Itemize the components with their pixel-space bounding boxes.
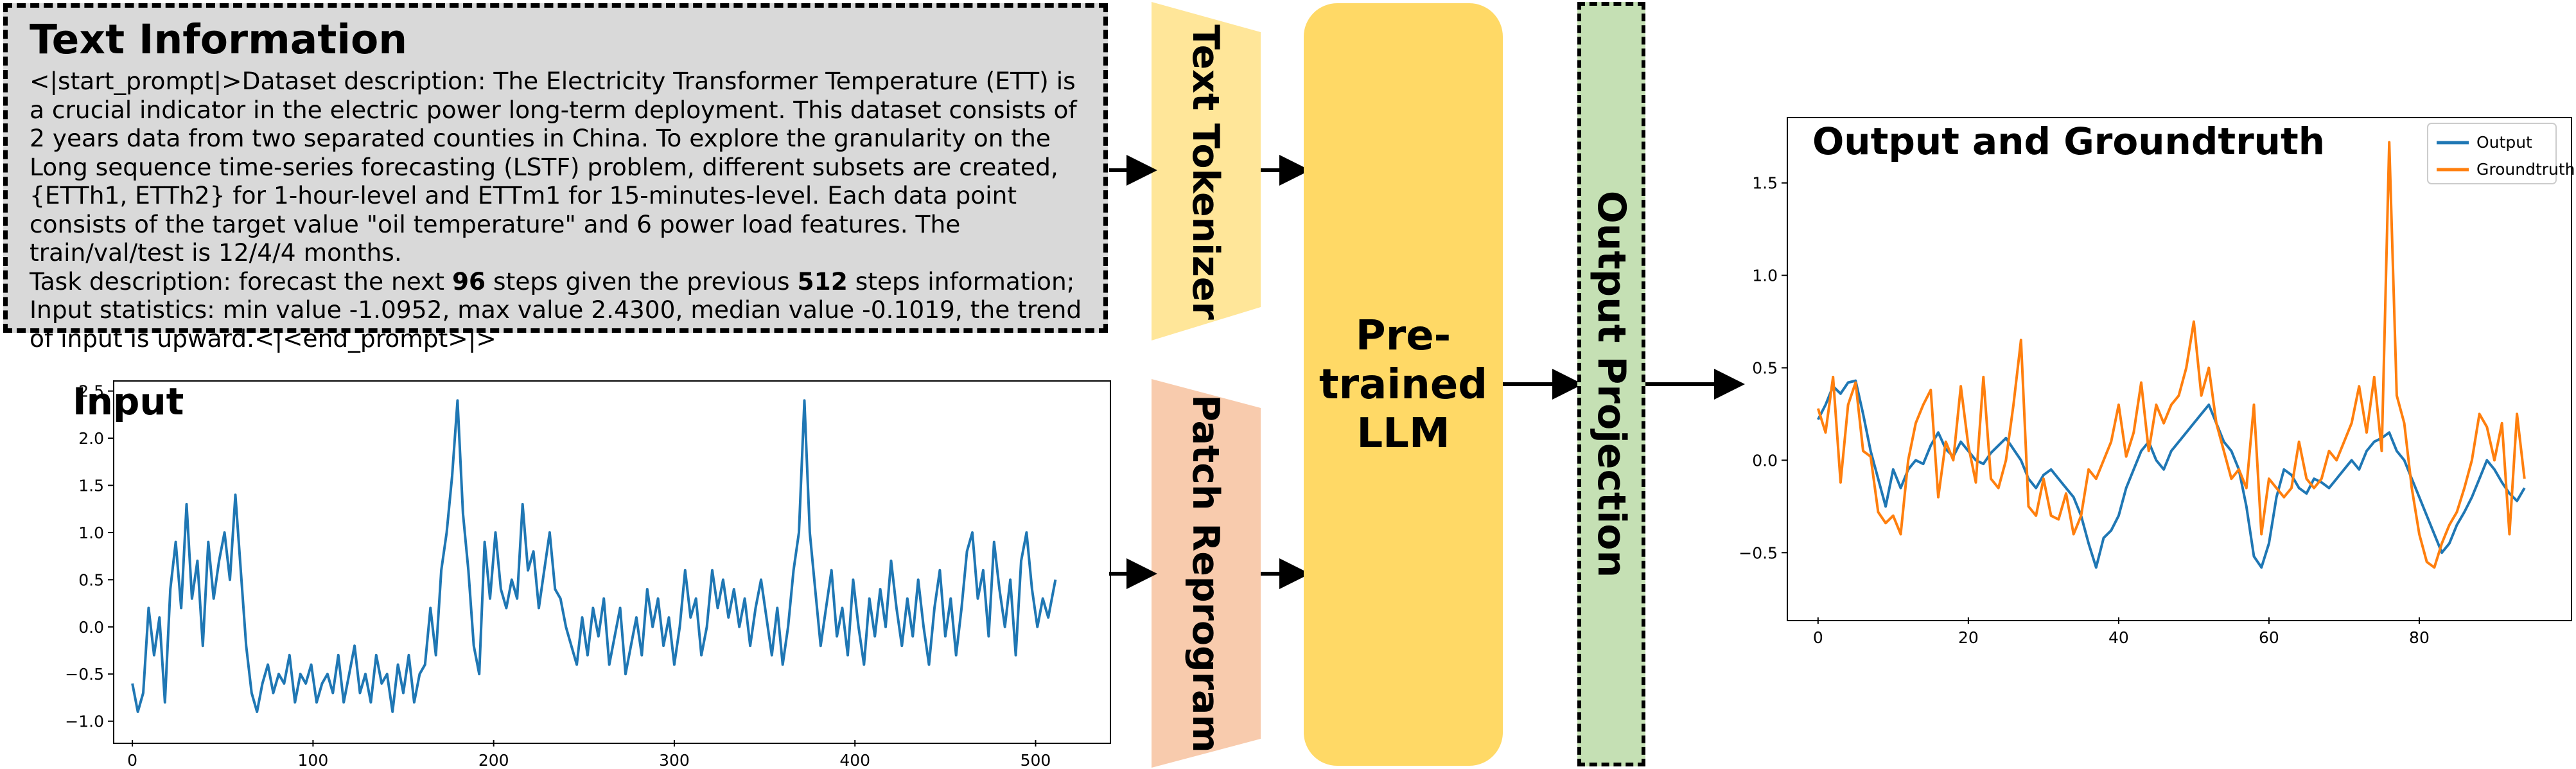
text-tokenizer-block	[1152, 2, 1261, 340]
series-line-output	[1817, 379, 2526, 569]
x-tick-label: 80	[2409, 628, 2430, 647]
series-line-input	[131, 399, 1057, 713]
output-chart: −0.5 0.0 0.5 1.0 1.5 0 20 40 60 80 Output and Grou…	[1739, 119, 2575, 647]
legend-label: Output	[2476, 133, 2532, 152]
y-tick-label: 0.0	[78, 618, 104, 637]
y-tick-label: 0.5	[78, 570, 104, 589]
y-tick-label: 1.0	[78, 524, 104, 542]
forecast-steps: 96	[451, 267, 486, 296]
text-information-title: Text Information	[30, 16, 408, 63]
input-chart: −1.0 −0.5 0.0 0.5 1.0 1.5 2.0 2.5 0 100 200 300 400 5…	[65, 380, 1057, 769]
task-text: Task description: forecast the next	[30, 267, 452, 296]
chart-title: Input	[73, 380, 184, 423]
x-tick-label: 20	[1958, 628, 1979, 647]
pretrained-llm-block: Pre- trained LLM	[1304, 3, 1503, 766]
x-tick-label: 0	[127, 751, 137, 769]
llm-label: Pre- trained LLM	[1304, 3, 1503, 766]
x-tick-label: 0	[1813, 628, 1823, 647]
patch-reprogram-block	[1152, 379, 1261, 768]
input-statistics: Input statistics: min value -1.0952, max…	[30, 296, 1082, 353]
y-tick-label: −1.0	[65, 712, 104, 731]
task-text: steps information;	[847, 267, 1075, 296]
task-text: steps given the previous	[486, 267, 798, 296]
series-line-groundtruth	[1816, 141, 2526, 569]
history-steps: 512	[797, 267, 848, 296]
output-projection-label: Output Projection	[1589, 190, 1634, 578]
output-projection-block	[1577, 2, 1645, 766]
y-tick-label: 1.5	[78, 477, 104, 495]
llm-label-line: LLM	[1356, 409, 1450, 457]
y-tick-label: 1.0	[1752, 267, 1778, 285]
y-tick-label: 0.5	[1752, 359, 1778, 378]
y-tick-label: −0.5	[65, 665, 104, 684]
x-tick-label: 40	[2108, 628, 2129, 647]
y-tick-label: −0.5	[1739, 544, 1778, 562]
prompt-text: <|start_prompt|>Dataset description: The…	[30, 67, 1085, 353]
text-tokenizer-label: Text Tokenizer	[1184, 24, 1227, 320]
task-description: Task description: forecast the next 96 s…	[30, 267, 1085, 296]
y-tick-label: 2.0	[78, 429, 104, 448]
y-tick-label: 0.0	[1752, 451, 1778, 470]
x-tick-label: 500	[1021, 751, 1051, 769]
patch-reprogram-label: Patch Reprogram	[1184, 394, 1227, 753]
dataset-description: <|start_prompt|>Dataset description: The…	[30, 67, 1077, 267]
llm-label-line: Pre-	[1355, 312, 1451, 360]
output-plot-frame	[1787, 117, 2572, 621]
y-tick-label: 1.5	[1752, 174, 1778, 193]
x-tick-label: 300	[659, 751, 690, 769]
x-tick-label: 200	[478, 751, 509, 769]
input-plot-frame	[113, 380, 1111, 744]
text-information-box: Text Information <|start_prompt|>Dataset…	[3, 3, 1108, 353]
legend-label: Groundtruth	[2476, 160, 2575, 179]
chart-title: Output and Groundtruth	[1812, 119, 2325, 163]
x-tick-label: 60	[2259, 628, 2279, 647]
x-tick-label: 400	[839, 751, 870, 769]
y-tick-label: 2.5	[78, 382, 104, 401]
llm-label-line: trained	[1319, 360, 1488, 409]
x-tick-label: 100	[298, 751, 329, 769]
